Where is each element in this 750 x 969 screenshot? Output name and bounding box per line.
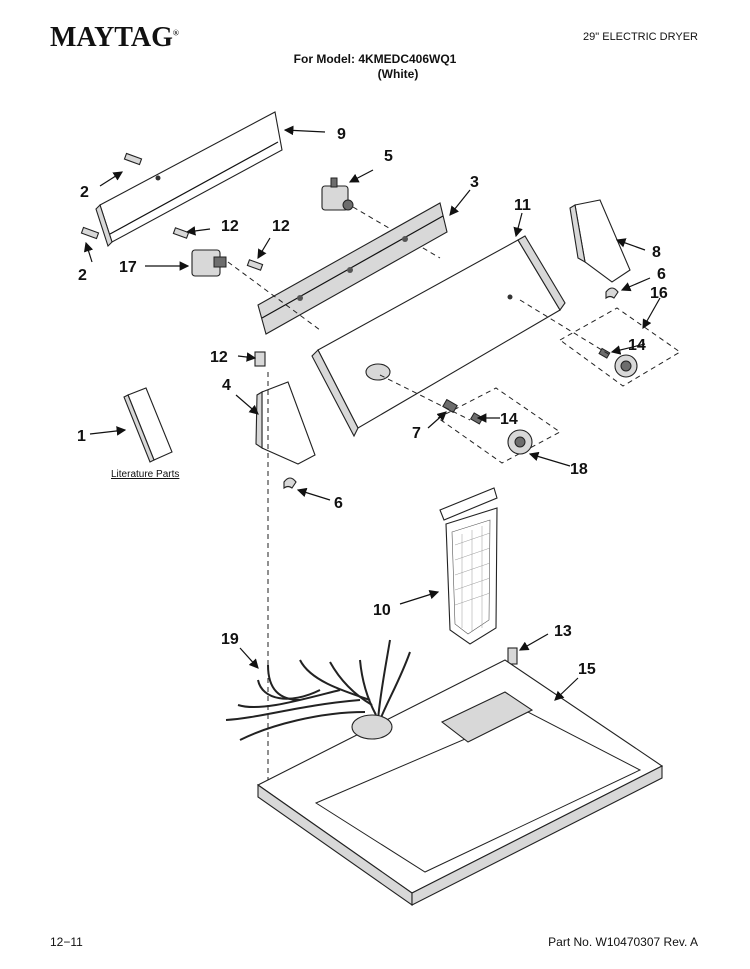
callout-labels: 9 5 3 11 8 6 16 14 2 12 12 2 17 12 4 1 7… <box>77 126 668 678</box>
part-thermostat <box>191 249 227 277</box>
literature-parts-label: Literature Parts <box>111 469 179 480</box>
callout-2: 2 <box>80 184 89 201</box>
part-control-rail <box>257 202 448 335</box>
screw-icon <box>172 227 266 367</box>
callout-19: 19 <box>221 631 239 648</box>
callout-12: 12 <box>210 349 228 366</box>
callout-13: 13 <box>554 623 572 640</box>
clip-icon <box>605 287 619 300</box>
part-rear-bracket <box>95 111 283 248</box>
screw-icon <box>507 647 518 665</box>
callout-12: 12 <box>221 218 239 235</box>
screw-icon <box>80 152 143 240</box>
callout-7: 7 <box>412 425 421 442</box>
callout-14: 14 <box>628 337 646 354</box>
callout-6: 6 <box>334 495 343 512</box>
leader-lines <box>83 125 661 701</box>
callout-18: 18 <box>570 461 588 478</box>
clip-icon <box>283 477 297 490</box>
callout-8: 8 <box>652 244 661 261</box>
part-end-cap-left <box>255 381 316 465</box>
callout-17: 17 <box>119 259 137 276</box>
part-wire-harness <box>225 639 411 741</box>
callout-9: 9 <box>337 126 346 143</box>
callout-4: 4 <box>222 377 231 394</box>
callout-15: 15 <box>578 661 596 678</box>
part-switch <box>321 177 354 211</box>
callout-5: 5 <box>384 148 393 165</box>
part-end-cap-right <box>569 199 631 283</box>
maytag-logo: MAYTAG® <box>50 22 179 53</box>
model-heading: For Model: 4KMEDC406WQ1 (White) <box>0 52 750 82</box>
part-knob-right <box>598 347 638 378</box>
part-knob-front <box>442 398 533 455</box>
part-lint-filter <box>439 487 498 645</box>
callout-3: 3 <box>470 174 479 191</box>
callout-6: 6 <box>657 266 666 283</box>
part-control-panel <box>311 235 566 438</box>
part-number: Part No. W10470307 Rev. A <box>548 935 698 949</box>
callout-10: 10 <box>373 602 391 619</box>
callout-11: 11 <box>514 197 531 214</box>
callout-14: 14 <box>500 411 518 428</box>
model-line: For Model: 4KMEDC406WQ1 <box>293 52 457 66</box>
callout-1: 1 <box>77 428 86 445</box>
page-number: 12−11 <box>50 935 83 949</box>
part-literature <box>123 387 173 463</box>
product-title: 29" ELECTRIC DRYER <box>583 31 698 43</box>
callout-12: 12 <box>272 218 290 235</box>
callout-16: 16 <box>650 285 668 302</box>
callout-2: 2 <box>78 267 87 284</box>
color-line: (White) <box>377 67 419 81</box>
part-dryer-top <box>256 659 664 907</box>
